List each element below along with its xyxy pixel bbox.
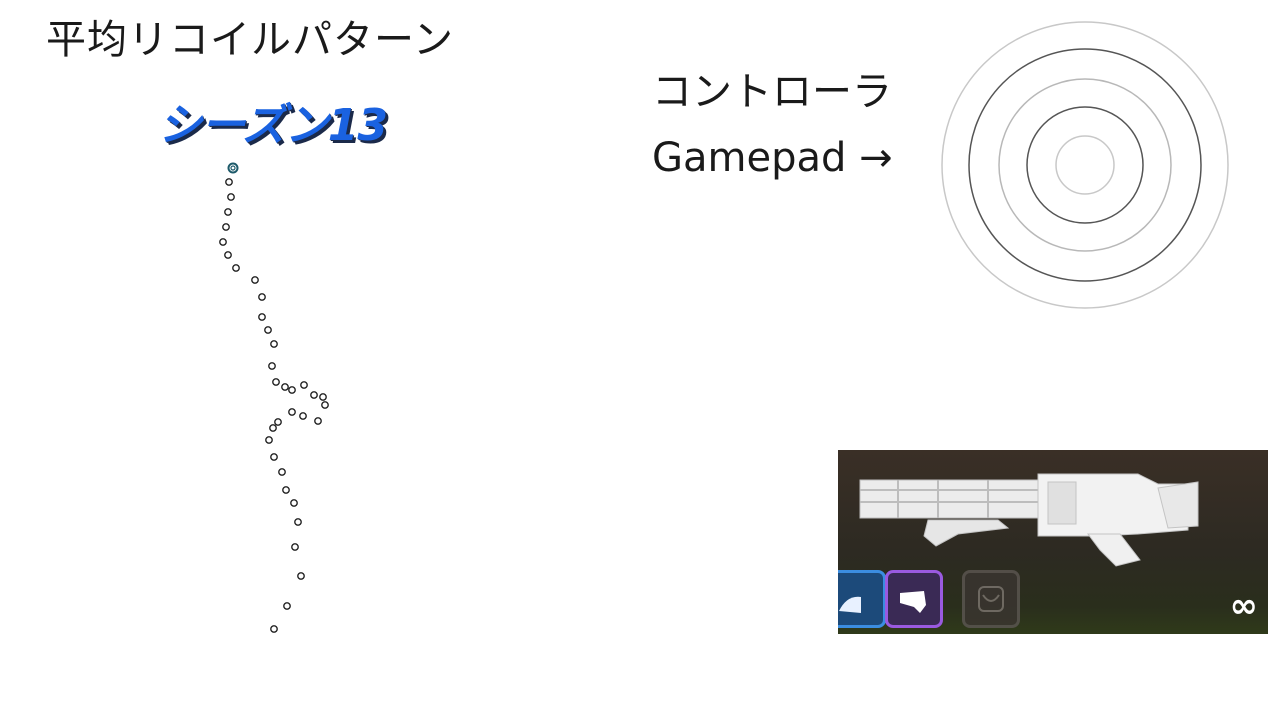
gamepad-label-row: Gamepad → — [652, 134, 893, 182]
recoil-shot-dot — [251, 276, 259, 284]
body-shield-icon — [900, 591, 926, 613]
ring-4 — [968, 48, 1202, 282]
page-title: 平均リコイルパターン — [46, 17, 454, 63]
recoil-shot-dot — [224, 251, 232, 259]
recoil-shot-dot — [281, 383, 289, 391]
recoil-shot-dot — [290, 499, 298, 507]
recoil-shot-dot — [282, 486, 290, 494]
recoil-shot-dot — [314, 417, 322, 425]
arrow-right-icon: → — [859, 135, 893, 181]
ring-inner — [1055, 135, 1115, 195]
recoil-shot-dot — [321, 401, 329, 409]
recoil-shot-dot — [291, 543, 299, 551]
recoil-shot-dot — [288, 386, 296, 394]
recoil-shot-dot — [264, 326, 272, 334]
recoil-shot-dot — [232, 264, 240, 272]
recoil-pattern-plot — [219, 162, 329, 633]
recoil-shot-dot — [310, 391, 318, 399]
recoil-shot-dot — [265, 436, 273, 444]
recoil-shot-dot — [299, 412, 307, 420]
recoil-shot-dot — [270, 340, 278, 348]
recoil-shot-dot — [283, 602, 291, 610]
recoil-shot-dot — [274, 418, 282, 426]
recoil-shot-dot — [222, 223, 230, 231]
controller-label: コントローラ — [652, 69, 892, 115]
season-label: シーズン13 — [158, 100, 388, 151]
weapon-hud-panel: ∞ — [838, 450, 1268, 634]
recoil-shot-dot — [225, 178, 233, 186]
helmet-icon — [978, 586, 1004, 612]
infinite-ammo-icon: ∞ — [1229, 586, 1258, 626]
shield-icon — [839, 596, 861, 613]
recoil-shot-dot — [219, 238, 227, 246]
recoil-shot-dot — [300, 381, 308, 389]
gamepad-label: Gamepad — [652, 135, 847, 181]
ring-2 — [1026, 106, 1144, 224]
recoil-start-marker — [227, 162, 239, 174]
recoil-shot-dot — [258, 293, 266, 301]
recoil-shot-dot — [294, 518, 302, 526]
ring-outer — [941, 21, 1229, 309]
body-shield-slot — [885, 570, 943, 628]
recoil-shot-dot — [288, 408, 296, 416]
weapon-icon — [859, 473, 1199, 567]
recoil-shot-dot — [268, 362, 276, 370]
recoil-shot-dot — [270, 453, 278, 461]
recoil-shot-dot — [269, 424, 277, 432]
recoil-shot-dot — [278, 468, 286, 476]
gamepad-target-rings — [941, 21, 1229, 309]
helmet-slot — [962, 570, 1020, 628]
recoil-shot-dot — [224, 208, 232, 216]
ring-3 — [998, 78, 1172, 252]
shield-slot — [838, 570, 886, 628]
recoil-shot-dot — [297, 572, 305, 580]
recoil-shot-dot — [270, 625, 278, 633]
recoil-shot-dot — [227, 193, 235, 201]
recoil-start-marker-inner — [230, 165, 236, 171]
recoil-shot-dot — [258, 313, 266, 321]
recoil-shot-dot — [272, 378, 280, 386]
recoil-shot-dot — [319, 393, 327, 401]
